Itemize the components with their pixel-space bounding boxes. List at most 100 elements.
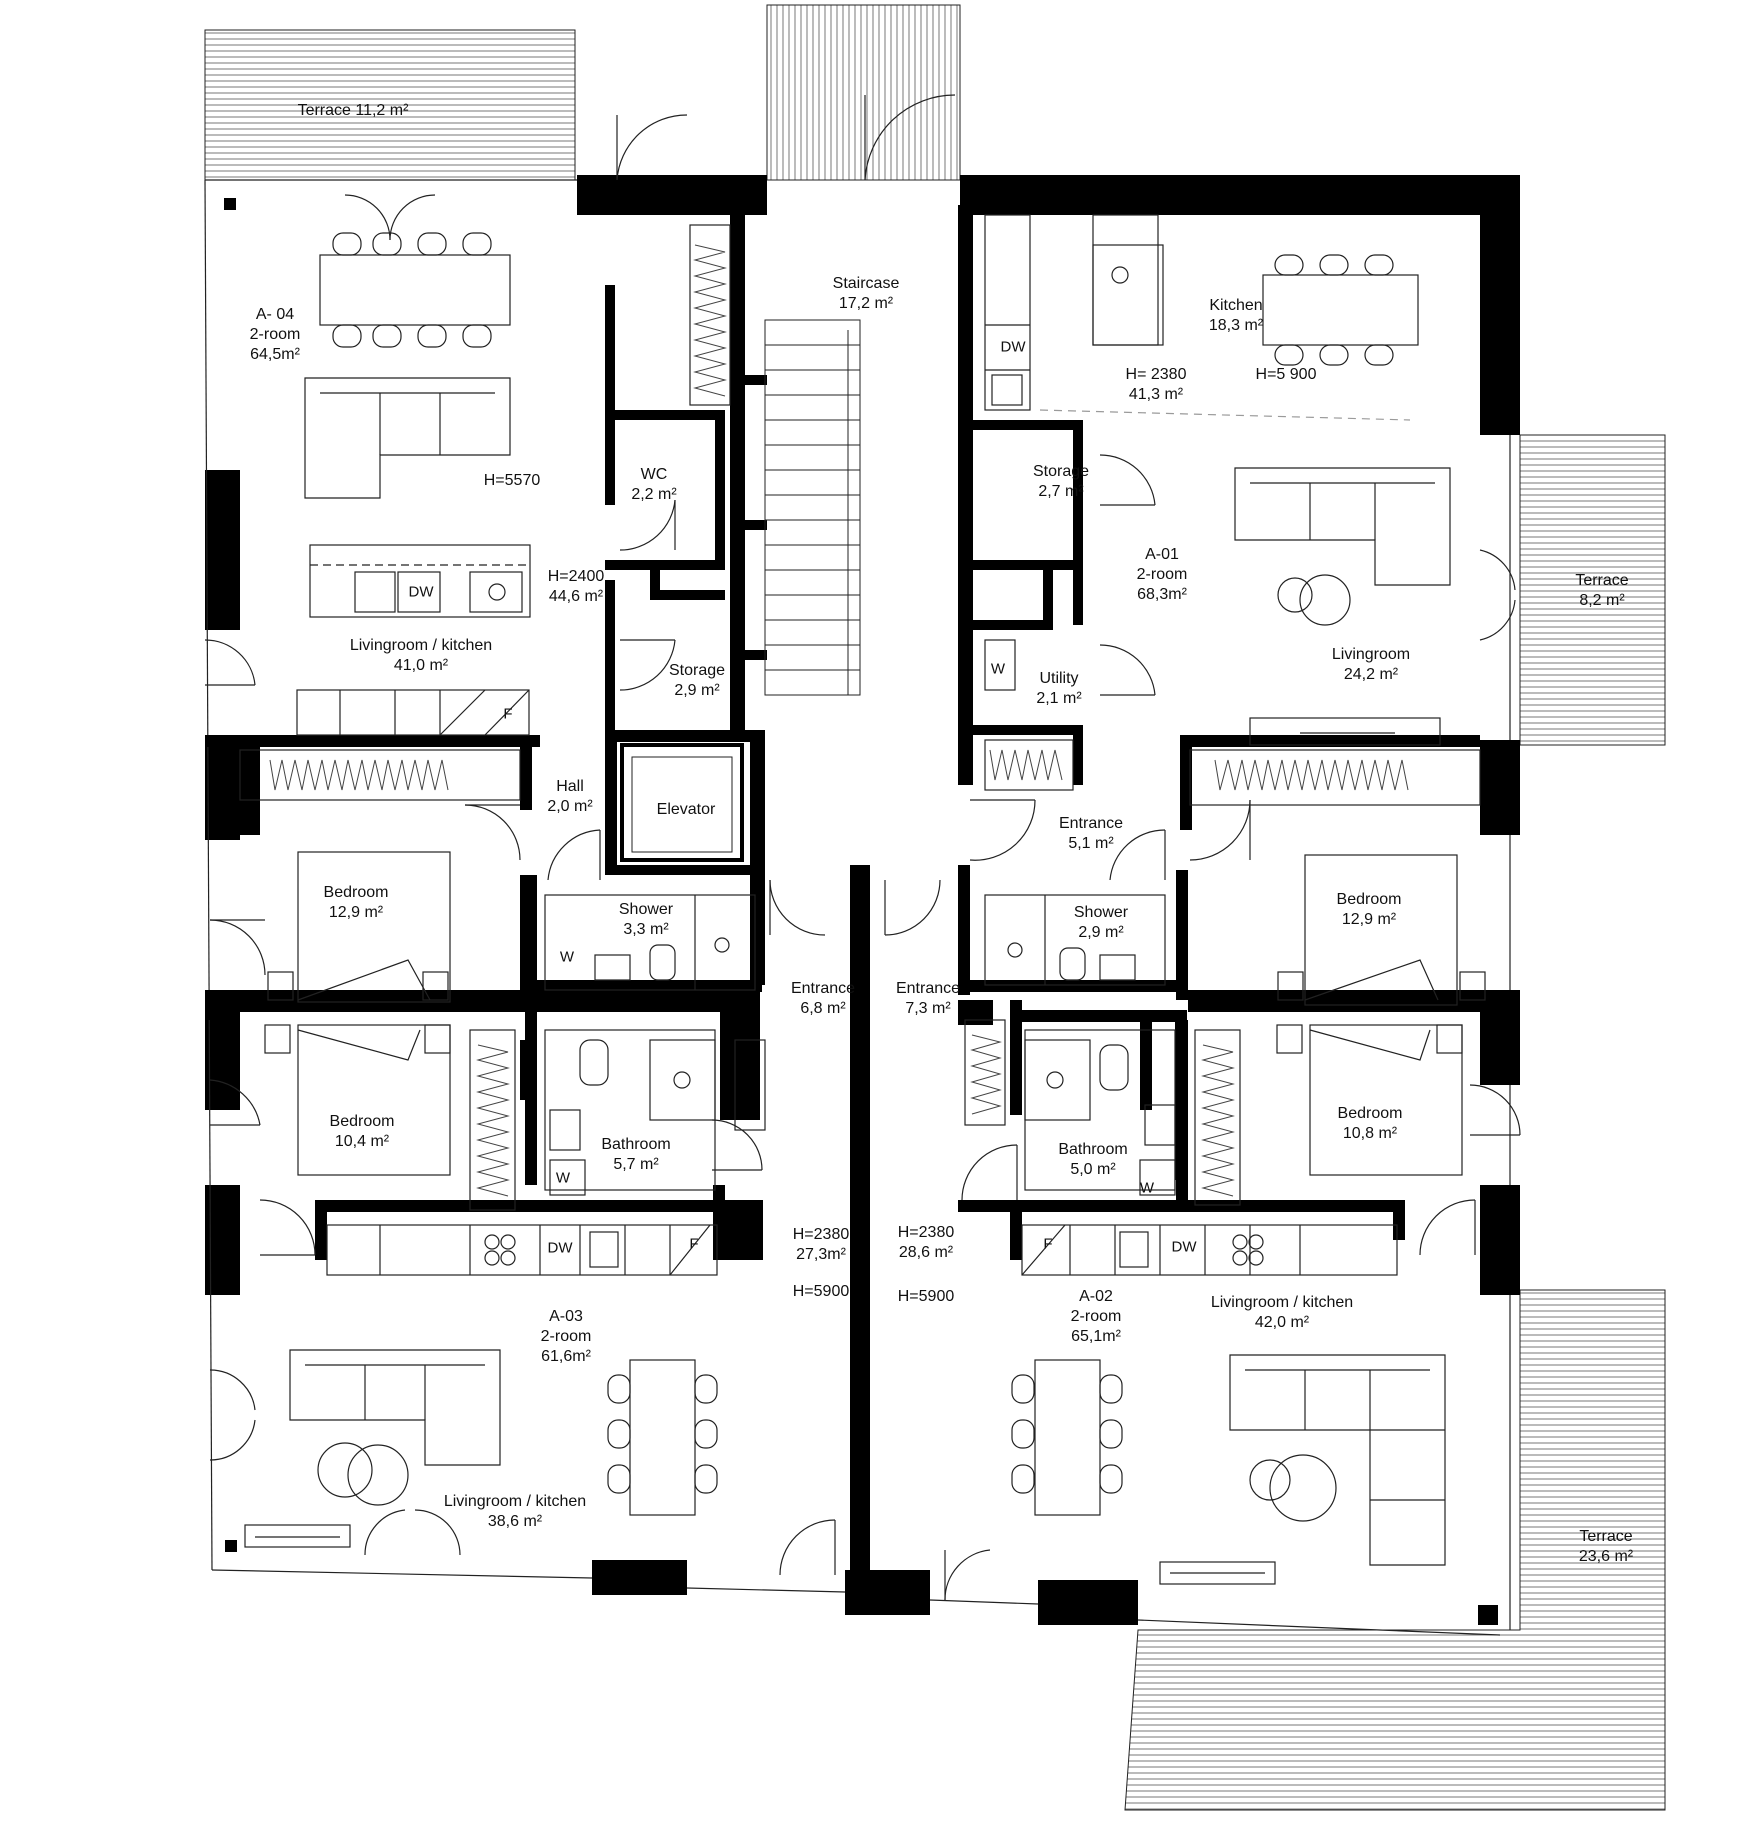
entrance-a03-name: Entrance — [790, 980, 856, 997]
bedroom-a04-area: 12,9 m² — [328, 904, 384, 921]
terrace-e — [1519, 434, 1666, 746]
storage-a01-label: Storage 2,7 m² — [1033, 462, 1089, 502]
interior-walls — [205, 205, 1488, 1575]
a01-type: 2-room — [1136, 566, 1188, 583]
washer-mark: W — [555, 1169, 571, 1187]
kitchen-a01-label: Kitchen 18,3 m² — [1209, 296, 1263, 336]
terrace-e-area: 8,2 m² — [1579, 592, 1625, 609]
a02-height2-label: H=5900 — [898, 1287, 955, 1307]
a02-type: 2-room — [1070, 1308, 1122, 1325]
terrace-e-name: Terrace — [1575, 572, 1629, 589]
storage-a04-area: 2,9 m² — [674, 682, 720, 699]
a04-living-name: Livingroom / kitchen — [349, 637, 493, 654]
bathroom-a02-name: Bathroom — [1058, 1141, 1128, 1158]
storage-a01-area: 2,7 m² — [1038, 483, 1084, 500]
bathroom-a02-area: 5,0 m² — [1070, 1161, 1116, 1178]
a04-living-area: 41,0 m² — [393, 657, 449, 674]
entrance-a03-label: Entrance 6,8 m² — [791, 979, 855, 1019]
a02-id: A-02 — [1079, 1288, 1113, 1305]
terrace-nw-name: Terrace 11,2 m² — [297, 102, 409, 119]
bedroom-a01-area: 12,9 m² — [1341, 911, 1397, 928]
doors — [204, 94, 1521, 1601]
fridge-mark: F — [689, 1235, 699, 1253]
staircase-name: Staircase — [832, 275, 900, 292]
a01-area: 68,3m² — [1137, 586, 1187, 603]
fridge-mark: F — [1043, 1235, 1053, 1253]
bedroom-a04-name: Bedroom — [323, 884, 389, 901]
elevator-label: Elevator — [657, 800, 716, 820]
a01-label: A-01 2-room 68,3m² — [1137, 545, 1188, 605]
a03-id: A-03 — [549, 1308, 583, 1325]
storage-a04-label: Storage 2,9 m² — [669, 661, 725, 701]
a03-living-label: Livingroom / kitchen 38,6 m² — [444, 1492, 586, 1532]
shower-a04-label: Shower 3,3 m² — [619, 900, 673, 940]
dishwasher-mark: DW — [1000, 338, 1026, 356]
a03-label: A-03 2-room 61,6m² — [541, 1307, 592, 1367]
washer-mark: W — [990, 660, 1006, 678]
terrace-nw — [204, 29, 576, 181]
a03-living-area: 38,6 m² — [487, 1513, 543, 1530]
wc-label: WC 2,2 m² — [631, 465, 676, 505]
a02-height-area: 28,6 m² — [898, 1244, 954, 1261]
bedroom-a01-name: Bedroom — [1336, 891, 1402, 908]
a04-label: A- 04 2-room 64,5m² — [250, 305, 301, 365]
utility-name: Utility — [1039, 670, 1079, 687]
bathroom-a03-area: 5,7 m² — [613, 1156, 659, 1173]
elevator-name: Elevator — [656, 801, 716, 818]
fridge-mark: F — [503, 705, 513, 723]
wardrobe-hatching — [269, 244, 1409, 1197]
living-a01-name: Livingroom — [1331, 646, 1411, 663]
a02-height-label: H=2380 28,6 m² — [898, 1223, 955, 1263]
a01-height2: H=5 900 — [1255, 366, 1317, 383]
a03-height-label: H=2380 27,3m² — [793, 1225, 850, 1265]
utility-label: Utility 2,1 m² — [1036, 669, 1081, 709]
terrace-se-label: Terrace 23,6 m² — [1579, 1527, 1633, 1567]
a03-type: 2-room — [540, 1328, 592, 1345]
dishwasher-mark: DW — [547, 1239, 573, 1257]
staircase-label: Staircase 17,2 m² — [833, 274, 900, 314]
shower-a01-name: Shower — [1073, 904, 1129, 921]
glazing — [204, 179, 1511, 1636]
a04-area: 64,5m² — [250, 346, 300, 363]
furniture — [239, 214, 1486, 1585]
entrance-a02-area: 7,3 m² — [905, 1000, 951, 1017]
bedroom-a03-area: 10,4 m² — [334, 1133, 390, 1150]
hall-name: Hall — [556, 778, 584, 795]
bedroom-a02-name: Bedroom — [1337, 1105, 1403, 1122]
a02-living-label: Livingroom / kitchen 42,0 m² — [1211, 1293, 1353, 1333]
wc-name: WC — [640, 466, 668, 483]
living-a01-label: Livingroom 24,2 m² — [1332, 645, 1410, 685]
bedroom-a02-area: 10,8 m² — [1342, 1125, 1398, 1142]
bathroom-a03-label: Bathroom 5,7 m² — [601, 1135, 670, 1175]
bedroom-a02-label: Bedroom 10,8 m² — [1338, 1104, 1403, 1144]
terrace-staircase — [766, 4, 961, 181]
hall-area: 2,0 m² — [547, 798, 593, 815]
a04-height: H=5570 — [483, 472, 541, 489]
shower-a04-name: Shower — [618, 901, 674, 918]
exterior-walls — [205, 175, 1520, 1625]
staircase-area: 17,2 m² — [838, 295, 894, 312]
dishwasher-mark: DW — [408, 583, 434, 601]
a01-height2-label: H=5 900 — [1256, 365, 1317, 385]
terrace-se-area: 23,6 m² — [1578, 1548, 1634, 1565]
shower-a01-area: 2,9 m² — [1078, 924, 1124, 941]
bathroom-a03-name: Bathroom — [601, 1136, 671, 1153]
kitchen-a01-area: 18,3 m² — [1208, 317, 1264, 334]
a02-label: A-02 2-room 65,1m² — [1071, 1287, 1122, 1347]
a04-id: A- 04 — [255, 306, 295, 323]
terrace-se — [1124, 1289, 1666, 1811]
a03-area: 61,6m² — [541, 1348, 591, 1365]
kitchen-a01-name: Kitchen — [1209, 297, 1263, 314]
a02-height: H=2380 — [897, 1224, 955, 1241]
a01-height-area: 41,3 m² — [1128, 386, 1184, 403]
a01-id: A-01 — [1145, 546, 1179, 563]
storage-a01-name: Storage — [1032, 463, 1090, 480]
wc-area: 2,2 m² — [631, 486, 677, 503]
bathroom-a02-label: Bathroom 5,0 m² — [1058, 1140, 1127, 1180]
a02-height2: H=5900 — [897, 1288, 955, 1305]
bedroom-a04-label: Bedroom 12,9 m² — [324, 883, 389, 923]
a02-area: 65,1m² — [1071, 1328, 1121, 1345]
a04-type: 2-room — [249, 326, 301, 343]
shower-a01-label: Shower 2,9 m² — [1074, 903, 1128, 943]
